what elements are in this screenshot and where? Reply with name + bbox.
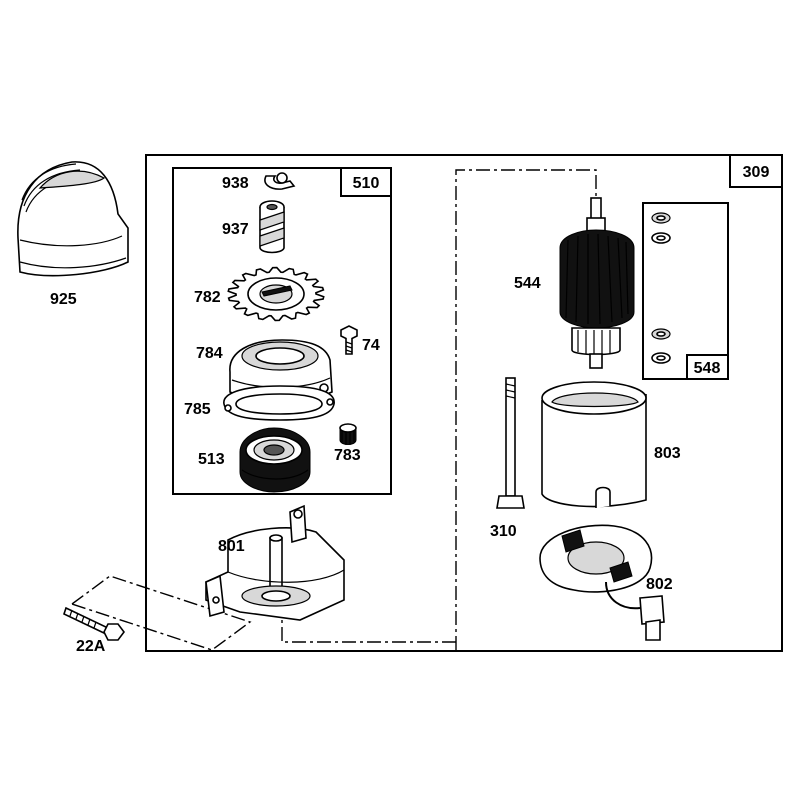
housing-centerline (281, 612, 456, 643)
cover-925 (17, 161, 129, 277)
assembly-309-frame (145, 154, 783, 652)
label-925: 925 (50, 291, 77, 308)
assembly-510-label: 510 (353, 175, 380, 192)
label-802: 802 (646, 576, 673, 593)
screw-74 (340, 325, 358, 355)
armature-544 (559, 197, 635, 369)
washers-548 (651, 212, 671, 364)
clip-938 (264, 172, 296, 190)
brush-plate-802 (539, 524, 665, 641)
label-782: 782 (194, 289, 221, 306)
armature-centerline (455, 169, 597, 650)
assembly-510-label-box (340, 167, 392, 197)
end-housing-801 (205, 504, 345, 621)
gasket-785 (223, 385, 335, 421)
label-783: 783 (334, 447, 361, 464)
through-bolt-310 (496, 377, 525, 509)
screw-22a (63, 606, 125, 641)
label-74: 74 (362, 337, 380, 354)
label-22a: 22A (76, 638, 106, 655)
assembly-510-frame (172, 167, 392, 495)
label-937: 937 (222, 221, 249, 238)
assembly-548-label: 548 (694, 360, 721, 377)
motor-housing-803 (541, 381, 647, 508)
assembly-309-label: 309 (743, 164, 770, 181)
label-544: 544 (514, 275, 541, 292)
label-513: 513 (198, 451, 225, 468)
spline-937 (259, 200, 285, 254)
label-938: 938 (222, 175, 249, 192)
assembly-309-label-box (729, 154, 783, 188)
label-310: 310 (490, 523, 517, 540)
gear-782 (227, 266, 325, 322)
assembly-548-frame (642, 202, 729, 380)
label-784: 784 (196, 345, 223, 362)
assembly-548-label-box (686, 354, 729, 380)
drive-cap-784 (229, 339, 333, 401)
screw-reference-outline (70, 575, 252, 651)
label-785: 785 (184, 401, 211, 418)
label-803: 803 (654, 445, 681, 462)
pinion-783 (339, 423, 357, 445)
label-801: 801 (218, 538, 245, 555)
ring-gear-513 (239, 427, 311, 493)
